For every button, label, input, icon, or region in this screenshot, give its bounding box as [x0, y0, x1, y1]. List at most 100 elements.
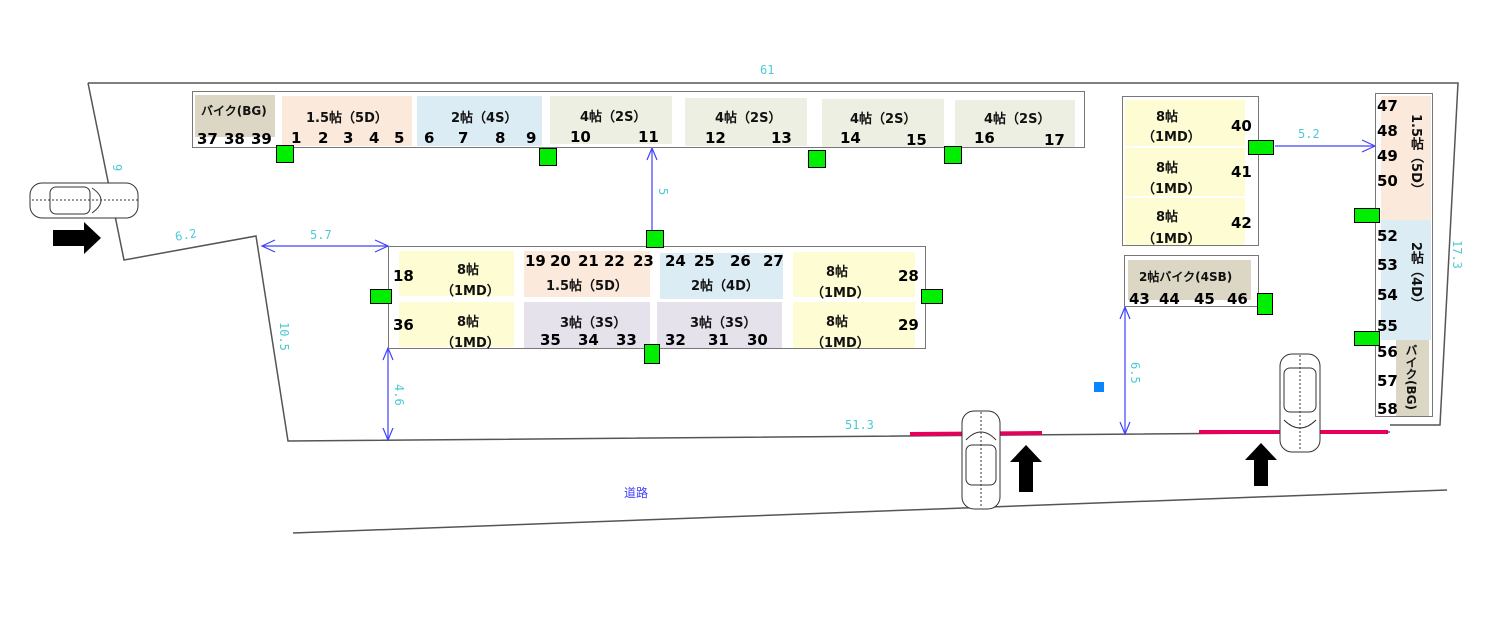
unit-label: 4帖（2S） — [850, 112, 917, 127]
unit-label: 1.5帖（5D） — [306, 111, 388, 126]
unit-number: 9 — [526, 129, 537, 147]
unit-sublabel: （1MD） — [441, 284, 500, 299]
unit-number: 38 — [224, 130, 245, 148]
unit-number: 48 — [1377, 122, 1398, 140]
gate-marker[interactable] — [1354, 331, 1380, 346]
unit-number: 34 — [578, 331, 599, 349]
unit-sublabel: （1MD） — [1142, 130, 1201, 145]
gate-marker[interactable] — [646, 230, 664, 248]
unit-label: 1.5帖（5D） — [1408, 114, 1423, 196]
unit-number: 49 — [1377, 147, 1398, 165]
unit-label: 8帖 — [457, 315, 480, 330]
site-boundary — [88, 82, 1459, 426]
unit-number: 47 — [1377, 97, 1398, 115]
unit-28[interactable]: 8帖 （1MD） 28 — [792, 247, 925, 301]
unit-number: 15 — [906, 131, 927, 149]
unit-label: 3帖（3S） — [690, 316, 757, 331]
unit-group-47-50[interactable]: 47 48 49 50 1.5帖（5D） — [1376, 94, 1432, 220]
gate-marker[interactable] — [1248, 140, 1274, 155]
dim-left-lower: 10.5 — [277, 322, 291, 351]
unit-label: バイク(BG) — [201, 104, 267, 118]
unit-number: 27 — [763, 252, 784, 270]
unit-number: 16 — [974, 129, 995, 147]
unit-sublabel: （1MD） — [441, 336, 500, 351]
unit-number: 32 — [665, 331, 686, 349]
unit-group-6-9[interactable]: 2帖（4S） 6 7 8 9 — [415, 92, 545, 147]
arrow-right-icon — [53, 222, 101, 254]
unit-label: 4帖（2S） — [715, 111, 782, 126]
gate-marker[interactable] — [1257, 293, 1273, 315]
unit-group-43-46[interactable]: 2帖バイク(4SB) 43 44 45 46 — [1125, 256, 1258, 308]
unit-label: 8帖 — [457, 263, 480, 278]
unit-number: 25 — [694, 252, 715, 270]
unit-label: 1.5帖（5D） — [546, 279, 628, 294]
dim-left-upper: 9 — [110, 164, 124, 172]
unit-label: 8帖 — [826, 265, 849, 280]
gate-marker[interactable] — [370, 289, 392, 304]
unit-number: 42 — [1231, 214, 1252, 232]
unit-number: 24 — [665, 252, 686, 270]
unit-group-24-27[interactable]: 24 25 26 27 2帖（4D） — [657, 247, 791, 299]
unit-18[interactable]: 18 8帖 （1MD） — [389, 247, 521, 299]
unit-number: 10 — [570, 128, 591, 146]
arrow-up-icon-center — [1010, 445, 1042, 492]
gate-marker[interactable] — [921, 289, 943, 304]
unit-group-14-15[interactable]: 4帖（2S） 14 15 — [818, 92, 950, 149]
car-icon-center — [961, 410, 1001, 510]
unit-number: 13 — [771, 129, 792, 147]
unit-group-1-5[interactable]: 1.5帖（5D） 1 2 3 4 5 — [280, 92, 413, 147]
unit-42[interactable]: 8帖 （1MD） 42 — [1123, 197, 1258, 247]
gate-marker[interactable] — [808, 150, 826, 168]
unit-group-16-17[interactable]: 4帖（2S） 16 17 — [952, 92, 1084, 149]
unit-group-37-39[interactable]: バイク(BG) 37 38 39 — [193, 92, 278, 148]
unit-number: 20 — [550, 252, 571, 270]
unit-group-19-23[interactable]: 19 20 21 22 23 1.5帖（5D） — [522, 247, 656, 297]
unit-label: 4帖（2S） — [580, 110, 647, 125]
unit-number: 41 — [1231, 163, 1252, 181]
unit-number: 56 — [1377, 343, 1398, 361]
unit-number: 37 — [197, 130, 218, 148]
unit-number: 44 — [1159, 290, 1180, 308]
gate-marker[interactable] — [644, 344, 660, 364]
gate-marker[interactable] — [276, 145, 294, 163]
unit-number: 39 — [251, 130, 272, 148]
unit-number: 35 — [540, 331, 561, 349]
gate-marker[interactable] — [1354, 208, 1380, 223]
unit-number: 52 — [1377, 227, 1398, 245]
gate-marker[interactable] — [539, 148, 557, 166]
unit-group-33-35[interactable]: 3帖（3S） 35 34 33 — [522, 299, 656, 349]
unit-label: 2帖（4D） — [1408, 242, 1423, 310]
unit-label: 8帖 — [826, 315, 849, 330]
unit-number: 58 — [1377, 400, 1398, 418]
unit-label: 2帖バイク(4SB) — [1139, 270, 1233, 284]
car-icon-right — [1279, 353, 1321, 453]
unit-number: 28 — [898, 267, 919, 285]
unit-41[interactable]: 8帖 （1MD） 41 — [1123, 148, 1258, 197]
unit-group-52-55[interactable]: 52 53 54 55 2帖（4D） — [1376, 220, 1432, 340]
unit-40[interactable]: 8帖 （1MD） 40 — [1123, 97, 1258, 146]
dim-right: 17.3 — [1450, 240, 1464, 269]
unit-number: 3 — [343, 129, 354, 147]
unit-sublabel: （1MD） — [1142, 182, 1201, 197]
arrow-up-icon-right — [1245, 443, 1277, 486]
unit-number: 21 — [578, 252, 599, 270]
unit-sublabel: （1MD） — [811, 286, 870, 301]
unit-label: 3帖（3S） — [560, 316, 627, 331]
car-icon-left — [29, 182, 140, 219]
unit-group-56-58[interactable]: 56 57 58 バイク(BG) — [1376, 340, 1432, 418]
unit-group-12-13[interactable]: 4帖（2S） 12 13 — [683, 92, 815, 147]
unit-number: 5 — [394, 129, 405, 147]
unit-group-10-11[interactable]: 4帖（2S） 10 11 — [548, 92, 680, 147]
gate-marker[interactable] — [944, 146, 962, 164]
unit-label: 8帖 — [1156, 110, 1179, 125]
unit-36[interactable]: 36 8帖 （1MD） — [389, 299, 521, 351]
unit-number: 43 — [1129, 290, 1150, 308]
unit-number: 4 — [369, 129, 380, 147]
unit-number: 1 — [291, 129, 302, 147]
unit-group-30-32[interactable]: 3帖（3S） 32 31 30 — [657, 299, 791, 349]
unit-29[interactable]: 8帖 （1MD） 29 — [792, 299, 925, 351]
unit-number: 6 — [424, 129, 435, 147]
unit-number: 29 — [898, 316, 919, 334]
dim-aisle-bottom-right: 6.5 — [1128, 362, 1142, 384]
unit-number: 57 — [1377, 372, 1398, 390]
